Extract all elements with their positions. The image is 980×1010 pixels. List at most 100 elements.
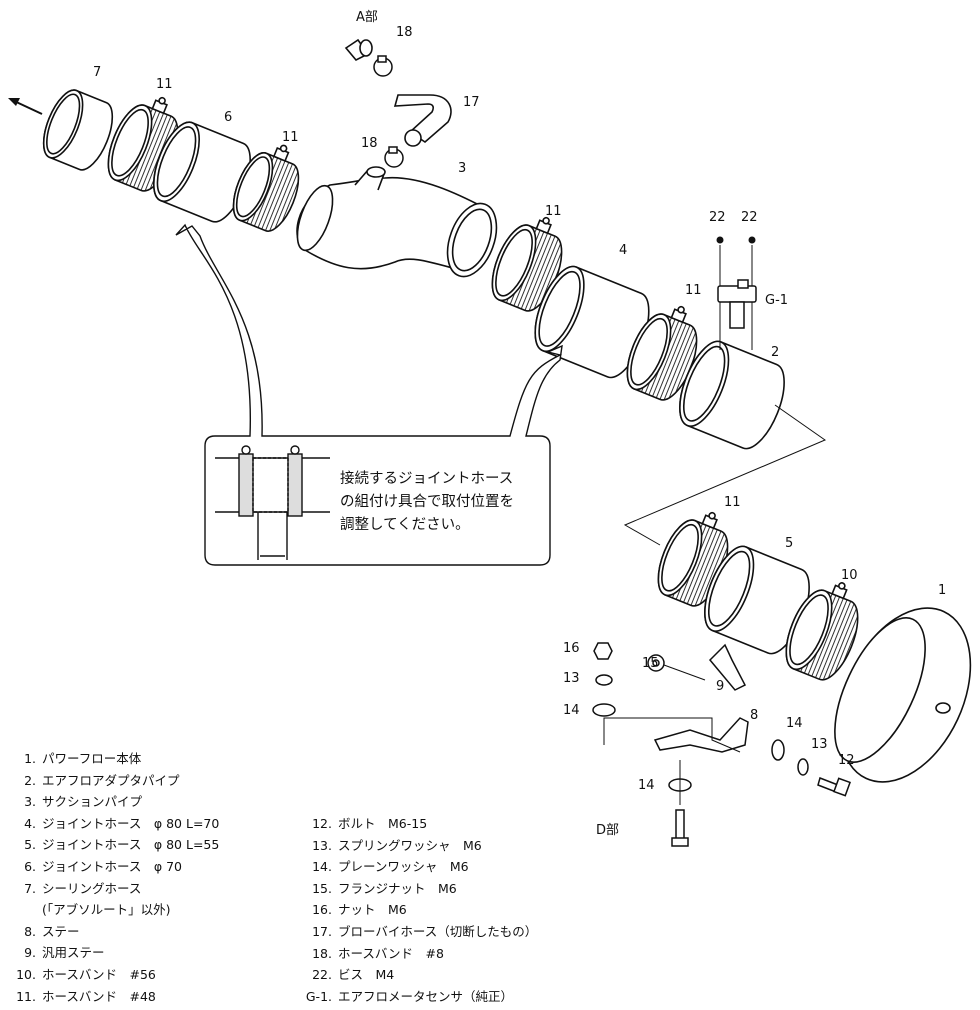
adjustment-callout-balloon	[175, 223, 563, 566]
plain-washer-14-a	[592, 703, 616, 717]
part-number: G-1.	[305, 988, 332, 1004]
part-name: ナット M6	[338, 902, 407, 918]
callout-14: 14	[563, 703, 580, 718]
parts-list-item: 8.ステー	[4, 921, 219, 943]
callout-22: 22	[741, 210, 758, 225]
callout-16: 16	[563, 641, 580, 656]
airflow-adapter-pipe-2	[679, 340, 785, 450]
part-number: 1.	[24, 751, 36, 766]
part-number: 3.	[24, 794, 36, 810]
parts-list-right: 12. ボルト M6-15 13. スプリングワッシャ M6 14.プレーンワッシャ M…	[300, 813, 537, 1007]
bolt-12	[817, 777, 851, 797]
callout-4: 4	[619, 243, 627, 258]
note-line: の組付け具合で取付位置を	[340, 494, 514, 510]
parts-list-item: 6. ジョイントホース φ 70	[4, 856, 219, 878]
callout-d-section: D部	[596, 823, 619, 838]
part-number: 16.	[312, 902, 332, 918]
nut-16	[593, 642, 613, 660]
callout-11: 11	[724, 495, 741, 510]
part-number: 18.	[312, 945, 332, 961]
part-name: エアフロアダプタパイプ	[42, 772, 180, 788]
part-name: ボルト M6-15	[338, 816, 428, 831]
callout-10: 10	[841, 568, 858, 583]
parts-list-item: 7.シーリングホース	[4, 878, 219, 900]
part-number: 13.	[312, 837, 332, 853]
callout-18: 18	[361, 136, 378, 151]
part-number: 7.	[24, 880, 36, 896]
callout-11: 11	[282, 130, 299, 145]
part-name: ブローバイホース（切断したもの）	[338, 923, 538, 939]
parts-list-item: 12. ボルト M6-15	[300, 813, 537, 835]
parts-list-item: 11.ホースバンド #48	[4, 986, 219, 1008]
parts-list-item: G-1. エアフロメータセンサ（純正）	[300, 986, 537, 1008]
part-name: ビス M4	[338, 967, 395, 983]
parts-list-item: 16. ナット M6	[300, 899, 537, 921]
part-name: スプリングワッシャ M6	[338, 837, 482, 853]
parts-list-item: 1. パワーフロー本体	[4, 748, 219, 770]
part-name: ステー	[42, 923, 80, 939]
callout-7: 7	[93, 65, 101, 80]
part-name: パワーフロー本体	[42, 751, 142, 766]
callout-5: 5	[785, 536, 793, 551]
part-number: 6.	[24, 858, 36, 874]
callout-12: 12	[838, 753, 855, 768]
callout-17: 17	[463, 95, 480, 110]
hose-band-18-a	[373, 55, 393, 77]
part-number: 12.	[312, 816, 332, 831]
hose-band-11	[626, 305, 698, 401]
parts-list-item: 13. スプリングワッシャ M6	[300, 835, 537, 857]
sealing-hose-7	[42, 89, 114, 171]
airflow-meter-sensor	[717, 245, 757, 350]
part-name: 汎用ステー	[42, 945, 105, 961]
parts-list-item: 10.ホースバンド #56	[4, 964, 219, 986]
part-number: 5.	[24, 837, 36, 853]
leader-lines	[603, 404, 827, 805]
part-name: (「アブソルート」以外)	[42, 902, 171, 918]
callout-a-section: A部	[356, 10, 378, 25]
part-name: エアフロメータセンサ（純正）	[338, 988, 514, 1004]
callout-13: 13	[563, 671, 580, 686]
part-name: サクションパイプ	[42, 794, 143, 810]
callout-13: 13	[811, 737, 828, 752]
part-name: ジョイントホース φ 70	[42, 858, 183, 874]
hose-band-10	[785, 582, 859, 681]
parts-list-item: 4.ジョイントホース φ 80 L=70	[4, 813, 219, 835]
parts-list-item: 18.ホースバンド #8	[300, 943, 537, 965]
adjustment-note: 接続するジョイントホース の組付け具合で取付位置を 調整してください。	[340, 468, 550, 537]
hose-band-18-b	[384, 146, 404, 168]
parts-list-item: 2.エアフロアダプタパイプ	[4, 770, 219, 792]
part-number: 22.	[312, 967, 332, 983]
callout-11: 11	[156, 77, 173, 92]
callout-22: 22	[709, 210, 726, 225]
callout-1: 1	[938, 583, 946, 598]
callout-14: 14	[638, 778, 655, 793]
blow-by-hose	[344, 38, 452, 147]
screw-d-section	[671, 809, 689, 847]
parts-list-item: 22. ビス M4	[300, 964, 537, 986]
screw-22-b	[748, 236, 756, 244]
joint-hose-5	[704, 545, 810, 655]
part-number: 11.	[16, 988, 36, 1004]
suction-pipe	[296, 166, 498, 278]
part-name: プレーンワッシャ M6	[338, 859, 469, 875]
callout-11: 11	[545, 204, 562, 219]
callout-g1: G-1	[765, 293, 788, 308]
callout-6: 6	[224, 110, 232, 125]
callout-3: 3	[458, 161, 466, 176]
screw-22-a	[716, 236, 724, 244]
flange-nut-15	[647, 654, 706, 681]
part-name: フランジナット M6	[338, 880, 457, 896]
part-name: ホースバンド #56	[42, 966, 156, 982]
part-name: ジョイントホース φ 80 L=55	[42, 837, 220, 853]
parts-list-item: 9.汎用ステー	[4, 942, 219, 964]
parts-list-item: 14.プレーンワッシャ M6	[300, 856, 537, 878]
parts-list-item: 17.ブローバイホース（切断したもの）	[300, 921, 537, 943]
spring-washer-13-a	[595, 674, 613, 686]
joint-hose-4	[534, 265, 650, 379]
callout-8: 8	[750, 708, 758, 723]
parts-list-item: 15. フランジナット M6	[300, 878, 537, 900]
part-number: 15.	[312, 880, 332, 896]
part-number: 4.	[24, 815, 36, 831]
airflow-arrow-icon	[8, 98, 43, 115]
